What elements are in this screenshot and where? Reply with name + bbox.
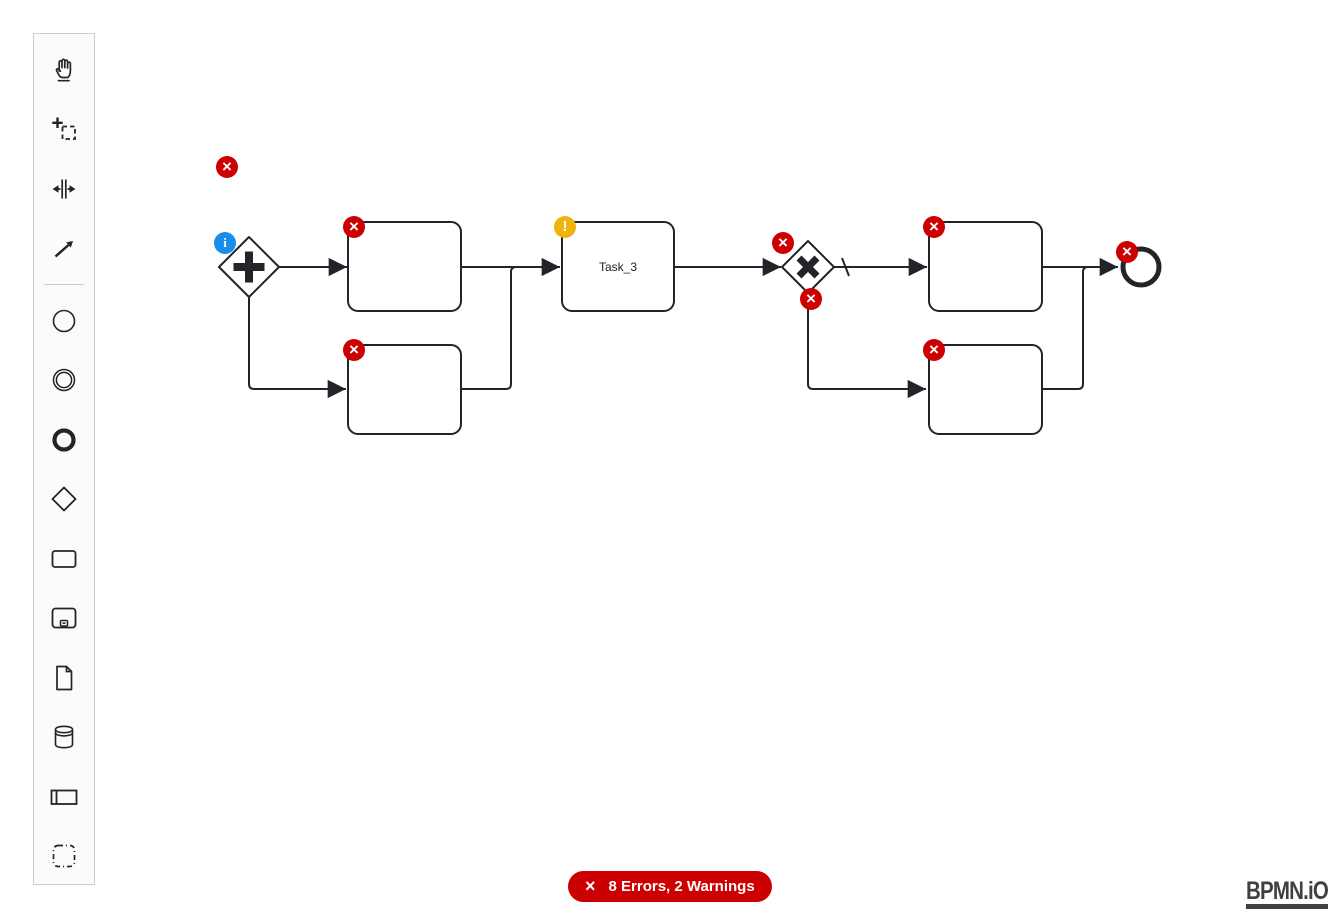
palette-create-gateway[interactable]	[34, 470, 94, 530]
lasso-icon	[52, 117, 76, 141]
error-badge-gateway-top[interactable]: ×	[772, 232, 794, 254]
lint-status-text: 8 Errors, 2 Warnings	[608, 878, 755, 895]
group-icon	[52, 844, 76, 868]
error-badge-task-4[interactable]: ×	[923, 216, 945, 238]
palette-create-task[interactable]	[34, 529, 94, 589]
palette-create-data-object[interactable]	[34, 648, 94, 708]
tool-palette	[33, 33, 95, 885]
palette-separator	[44, 284, 84, 285]
palette-create-group[interactable]	[34, 827, 94, 887]
space-tool-icon	[52, 179, 76, 199]
task-4[interactable]	[928, 221, 1043, 312]
task-5[interactable]	[928, 344, 1043, 435]
data-store-icon	[54, 725, 74, 749]
flow-gateway1-task2[interactable]	[248, 297, 346, 399]
error-badge-gateway-bottom[interactable]: ×	[800, 288, 822, 310]
palette-global-connect-tool[interactable]	[34, 219, 94, 279]
flow-task2-task3[interactable]	[461, 266, 517, 390]
info-badge-parallel-gateway[interactable]: i	[214, 232, 236, 254]
logo-underline	[1246, 904, 1328, 909]
gateway-icon	[51, 486, 77, 512]
flow-task5-end[interactable]	[1041, 266, 1089, 390]
palette-create-intermediate-event[interactable]	[34, 351, 94, 411]
palette-create-end-event[interactable]	[34, 410, 94, 470]
x-marker-icon	[796, 255, 820, 279]
participant-icon	[50, 789, 78, 805]
palette-create-subprocess[interactable]	[34, 589, 94, 649]
logo-text: BPMN.iO	[1246, 877, 1329, 905]
plus-marker-icon	[233, 251, 265, 283]
data-object-icon	[56, 665, 73, 691]
flow-gateway2-task5[interactable]	[807, 293, 926, 399]
intermediate-event-icon	[52, 369, 76, 392]
task-3[interactable]	[561, 221, 675, 312]
error-badge-task-2[interactable]: ×	[343, 339, 365, 361]
palette-create-participant[interactable]	[34, 767, 94, 827]
parallel-gateway[interactable]	[218, 236, 280, 298]
palette-hand-tool[interactable]	[34, 40, 94, 100]
subprocess-icon	[51, 607, 77, 629]
error-badge-end-event[interactable]: ×	[1116, 241, 1138, 263]
start-event-icon	[52, 309, 76, 333]
task-2[interactable]	[347, 344, 462, 435]
error-badge-task-5[interactable]: ×	[923, 339, 945, 361]
task-icon	[51, 549, 77, 568]
task-1[interactable]	[347, 221, 462, 312]
error-badge-task-1[interactable]: ×	[343, 216, 365, 238]
bpmn-io-logo[interactable]: BPMN.iO	[1246, 877, 1329, 909]
warning-badge-task-3[interactable]: !	[554, 216, 576, 238]
palette-create-data-store[interactable]	[34, 708, 94, 768]
end-event-icon	[52, 428, 76, 452]
lint-status-button[interactable]: × 8 Errors, 2 Warnings	[568, 871, 772, 902]
palette-lasso-tool[interactable]	[34, 100, 94, 160]
hand-icon	[55, 58, 72, 82]
palette-space-tool[interactable]	[34, 159, 94, 219]
x-icon: ×	[585, 876, 596, 896]
connect-arrow-icon	[54, 241, 73, 258]
palette-create-start-event[interactable]	[34, 291, 94, 351]
error-badge-process[interactable]: ×	[216, 156, 238, 178]
default-flow-marker	[841, 257, 850, 277]
